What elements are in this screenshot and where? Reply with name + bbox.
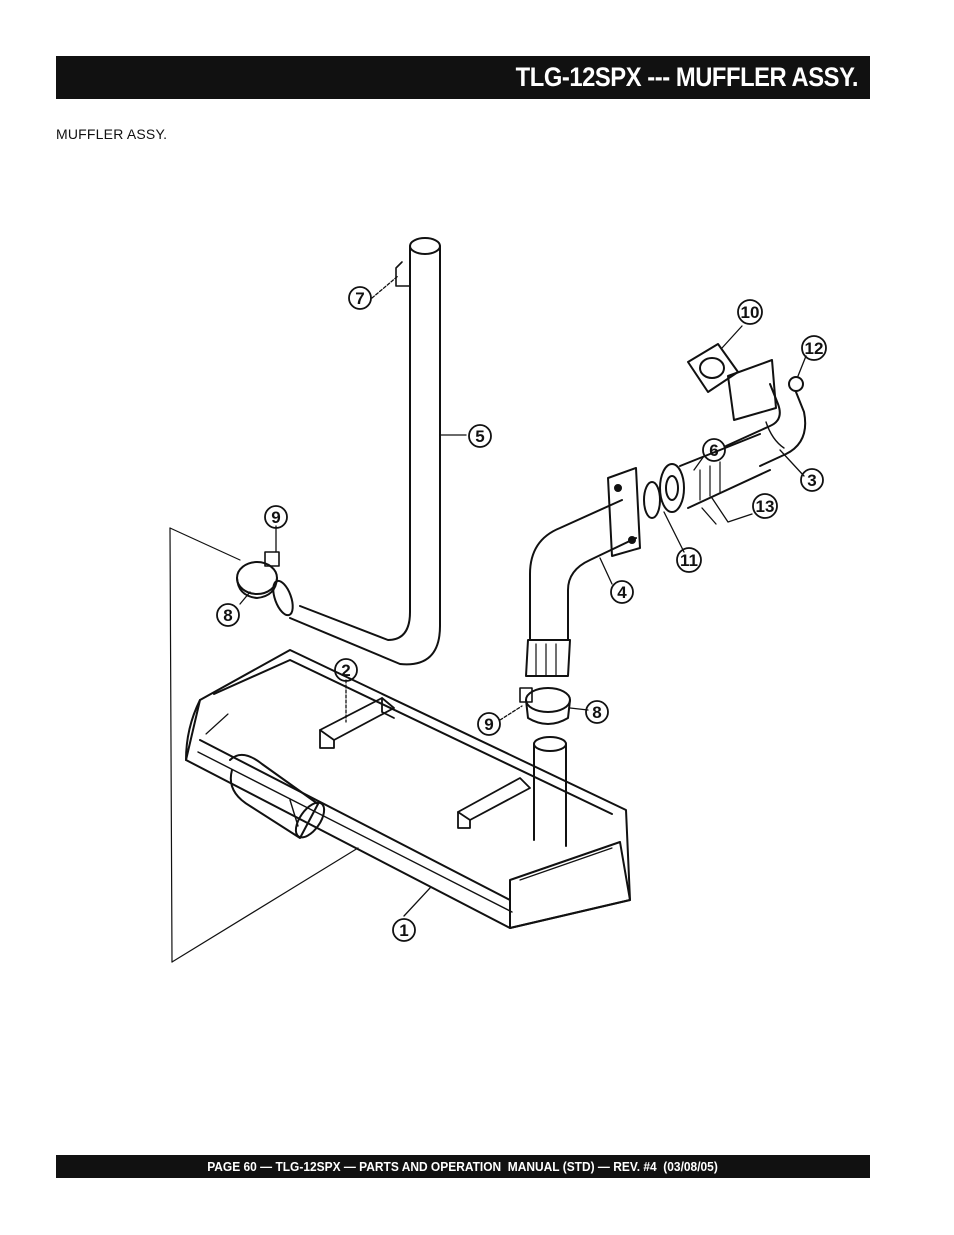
svg-text:5: 5 [475, 427, 484, 446]
muffler-brackets [319, 697, 531, 829]
svg-text:7: 7 [355, 289, 364, 308]
callout-2: 2 [334, 658, 358, 682]
svg-text:8: 8 [223, 606, 232, 625]
muffler-body [185, 649, 631, 929]
callout-9-upper: 9 [264, 505, 288, 529]
leader-lines [239, 275, 807, 917]
callout-9-lower: 9 [477, 712, 501, 736]
perspective-lines [169, 527, 359, 963]
callout-7: 7 [348, 286, 372, 310]
elbow-pipe [725, 359, 807, 467]
svg-text:11: 11 [680, 551, 698, 570]
svg-text:9: 9 [484, 715, 493, 734]
callout-4: 4 [610, 580, 634, 604]
callout-10: 10 [737, 299, 763, 325]
exhaust-pipe [525, 499, 637, 677]
svg-text:12: 12 [805, 339, 824, 358]
part-callouts: 1 2 3 4 5 6 7 8 8 9 9 10 11 12 13 [216, 286, 827, 942]
callout-12: 12 [801, 335, 827, 361]
callout-8-lower: 8 [585, 700, 609, 724]
svg-text:6: 6 [709, 441, 718, 460]
svg-text:10: 10 [741, 303, 760, 322]
callout-3: 3 [800, 468, 824, 492]
gasket-upper [687, 343, 739, 393]
svg-text:8: 8 [592, 703, 601, 722]
page-header-bar: TLG-12SPX --- MUFFLER ASSY. [56, 56, 870, 99]
page-footer-bar: PAGE 60 — TLG-12SPX — PARTS AND OPERATIO… [56, 1155, 870, 1178]
clamp-upper [236, 551, 280, 599]
exhaust-flange [607, 467, 641, 557]
svg-text:9: 9 [271, 508, 280, 527]
clamp-lower [519, 687, 571, 725]
callout-13: 13 [752, 493, 778, 519]
gasket-and-flex-joint [643, 433, 771, 519]
svg-text:4: 4 [617, 583, 627, 602]
svg-text:2: 2 [341, 661, 350, 680]
svg-text:13: 13 [756, 497, 775, 516]
page-title: TLG-12SPX --- MUFFLER ASSY. [515, 62, 859, 92]
muffler-side-elbow [229, 753, 326, 839]
svg-text:3: 3 [807, 471, 816, 490]
callout-5: 5 [468, 424, 492, 448]
callout-11: 11 [676, 547, 702, 573]
svg-text:1: 1 [399, 921, 408, 940]
page-footer-text: PAGE 60 — TLG-12SPX — PARTS AND OPERATIO… [207, 1159, 719, 1174]
callout-8-upper: 8 [216, 603, 240, 627]
callout-6: 6 [702, 438, 726, 462]
muffler-inlet-stub [533, 736, 567, 847]
section-label: MUFFLER ASSY. [56, 126, 168, 142]
tail-pipe [272, 237, 441, 666]
callout-1: 1 [392, 918, 416, 942]
